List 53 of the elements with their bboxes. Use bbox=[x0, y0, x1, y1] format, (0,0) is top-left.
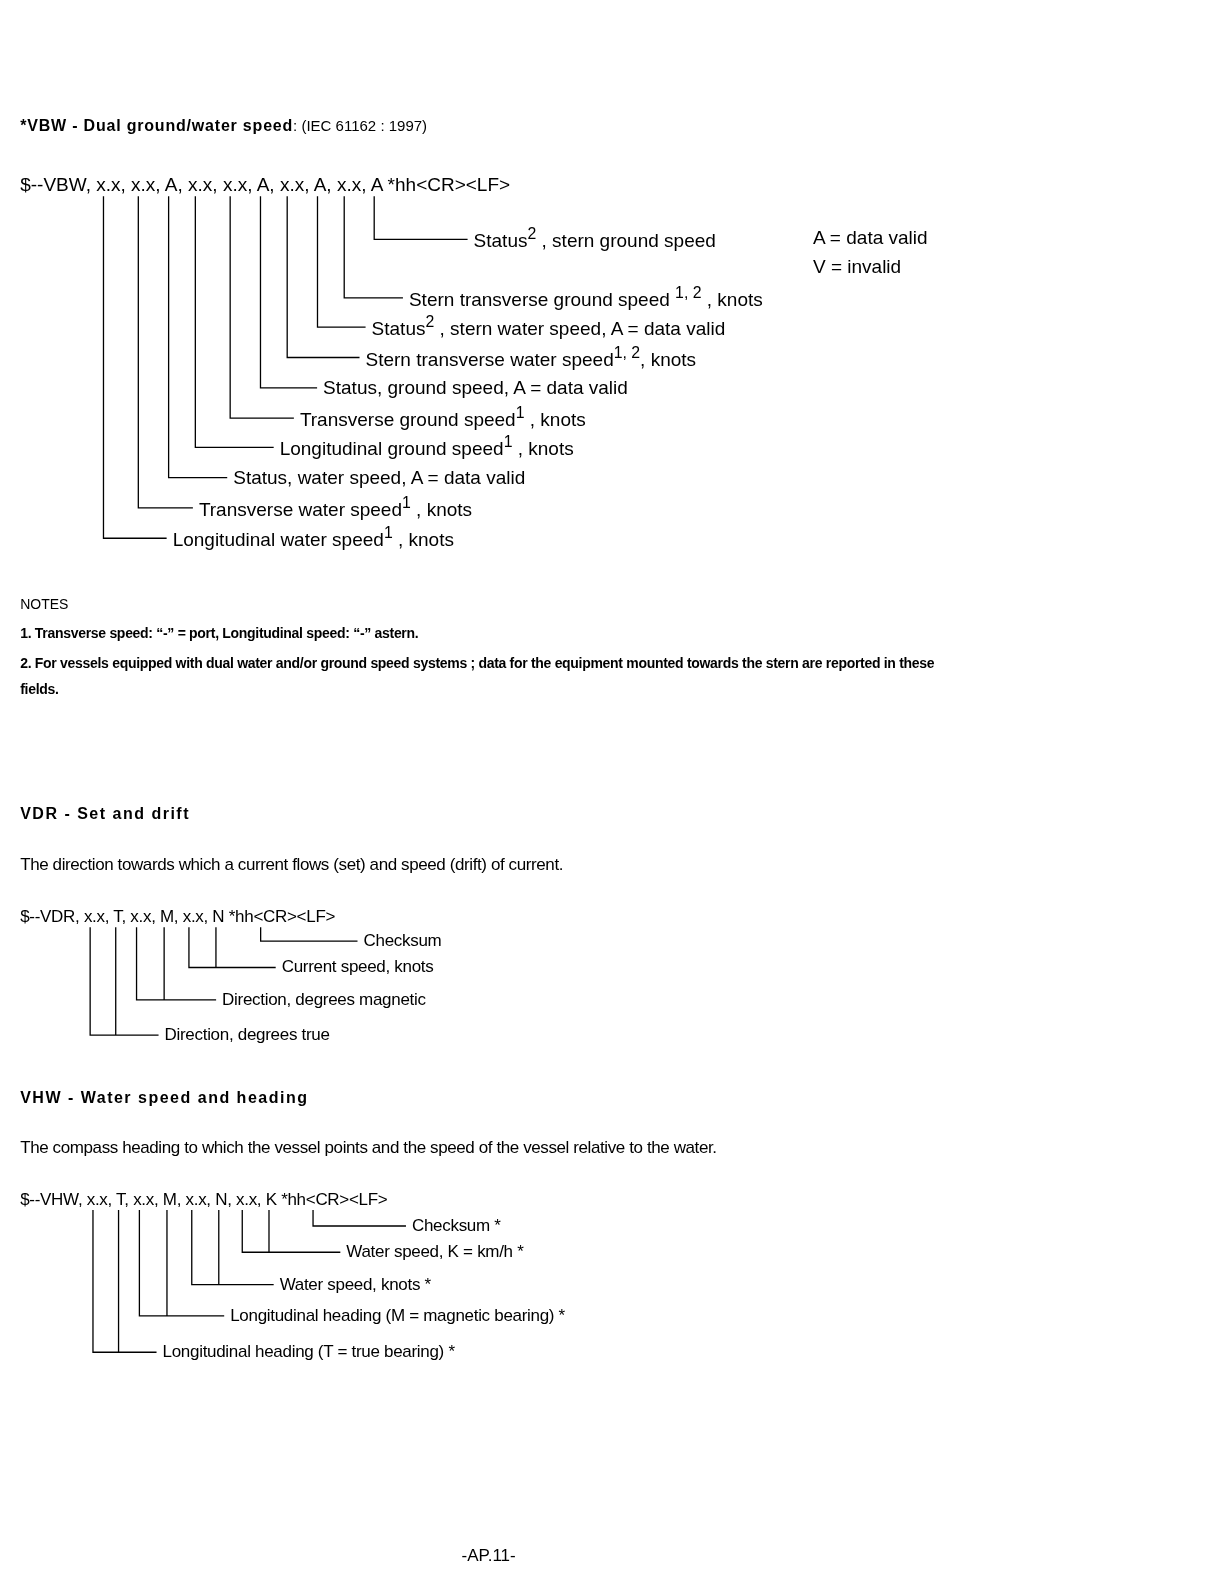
leader-line bbox=[89, 926, 160, 1036]
field-description: Longitudinal ground speed$^{1}$ , knots bbox=[273, 433, 574, 461]
status-value-note: A = data valid bbox=[812, 226, 928, 250]
field-description: Longitudinal water speed$^{1}$ , knots bbox=[166, 524, 454, 552]
section-heading: VHW - Water speed and heading bbox=[20, 1088, 309, 1108]
leader-line bbox=[191, 1209, 275, 1286]
section-description: The compass heading to which the vessel points and the speed of the vessel relative to the water. bbox=[20, 1138, 717, 1159]
leader-line bbox=[92, 1209, 158, 1353]
leader-line bbox=[260, 926, 359, 942]
leader-line bbox=[135, 926, 217, 1001]
field-description: Direction, degrees magnetic bbox=[216, 989, 426, 1010]
leader-line bbox=[343, 195, 404, 299]
leader-line bbox=[286, 195, 361, 359]
section-heading: VDR - Set and drift bbox=[20, 804, 191, 824]
standard-reference: : (IEC 61162 : 1997) bbox=[293, 117, 428, 136]
leader-line bbox=[229, 195, 295, 419]
leader-line bbox=[137, 195, 194, 509]
sentence-format: $--VDR, x.x, T, x.x, M, x.x, N *hh<CR><LF> bbox=[20, 906, 336, 928]
leader-line bbox=[373, 195, 469, 240]
field-description: Status, ground speed, A = data valid bbox=[317, 376, 628, 400]
leader-line bbox=[312, 1209, 407, 1227]
field-description: Longitudinal heading (T = true bearing) * bbox=[156, 1342, 455, 1363]
note-text: 1. Transverse speed: “-” = port, Longitudinal speed: “-” astern. bbox=[20, 624, 419, 642]
field-description: Checksum bbox=[357, 931, 442, 952]
leader-line bbox=[316, 195, 367, 328]
field-description: Stern transverse ground speed $^{1, 2}$ , knots bbox=[402, 284, 763, 312]
sentence-format: $--VBW, x.x, x.x, A, x.x, x.x, A, x.x, A, x.x, A *hh<CR><LF> bbox=[20, 173, 511, 197]
sentence-format: $--VHW, x.x, T, x.x, M, x.x, N, x.x, K *hh<CR><LF> bbox=[20, 1189, 388, 1210]
page-number: -AP.11- bbox=[461, 1546, 516, 1567]
section-description: The direction towards which a current flows (set) and speed (drift) of current. bbox=[20, 855, 564, 876]
field-description: Checksum * bbox=[405, 1215, 501, 1237]
field-description: Water speed, knots * bbox=[273, 1274, 431, 1295]
leader-line bbox=[188, 926, 277, 969]
field-description: Status, water speed, A = data valid bbox=[227, 466, 526, 490]
field-description: Transverse ground speed$^{1}$ , knots bbox=[293, 404, 586, 432]
field-description: Water speed, K = km/h * bbox=[340, 1242, 524, 1263]
leader-line bbox=[241, 1209, 341, 1253]
status-value-note: V = invalid bbox=[812, 255, 902, 278]
note-text: 2. For vessels equipped with dual water and/or ground speed systems ; data for the equipment mounted towards the stern are reported in these fields. bbox=[20, 654, 936, 700]
leader-line bbox=[102, 195, 168, 539]
field-description: Transverse water speed$^{1}$ , knots bbox=[192, 494, 473, 522]
field-description: Current speed, knots bbox=[275, 957, 434, 978]
field-description: Longitudinal heading (M = magnetic bearing) * bbox=[224, 1305, 565, 1327]
field-description: Status$^{2}$ , stern ground speed bbox=[467, 225, 716, 253]
leader-line bbox=[138, 1209, 225, 1317]
leader-line bbox=[167, 195, 228, 479]
field-description: Direction, degrees true bbox=[158, 1024, 330, 1046]
leader-line bbox=[194, 195, 275, 449]
section-heading: *VBW - Dual ground/water speed bbox=[20, 116, 294, 136]
field-description: Status$^{2}$ , stern water speed, A = data valid bbox=[365, 313, 726, 341]
field-description: Stern transverse water speed$^{1, 2}$, knots bbox=[359, 343, 697, 372]
notes-heading: NOTES bbox=[20, 595, 69, 613]
leader-line bbox=[259, 195, 318, 389]
